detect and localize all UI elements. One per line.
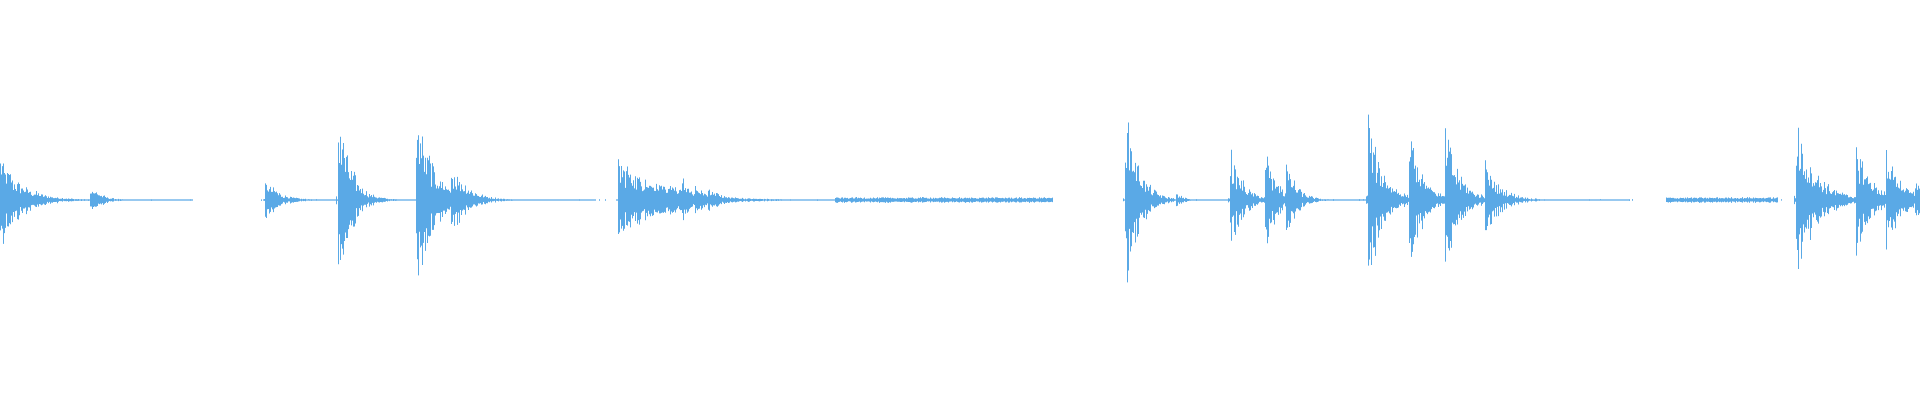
waveform-bars bbox=[0, 114, 1920, 283]
